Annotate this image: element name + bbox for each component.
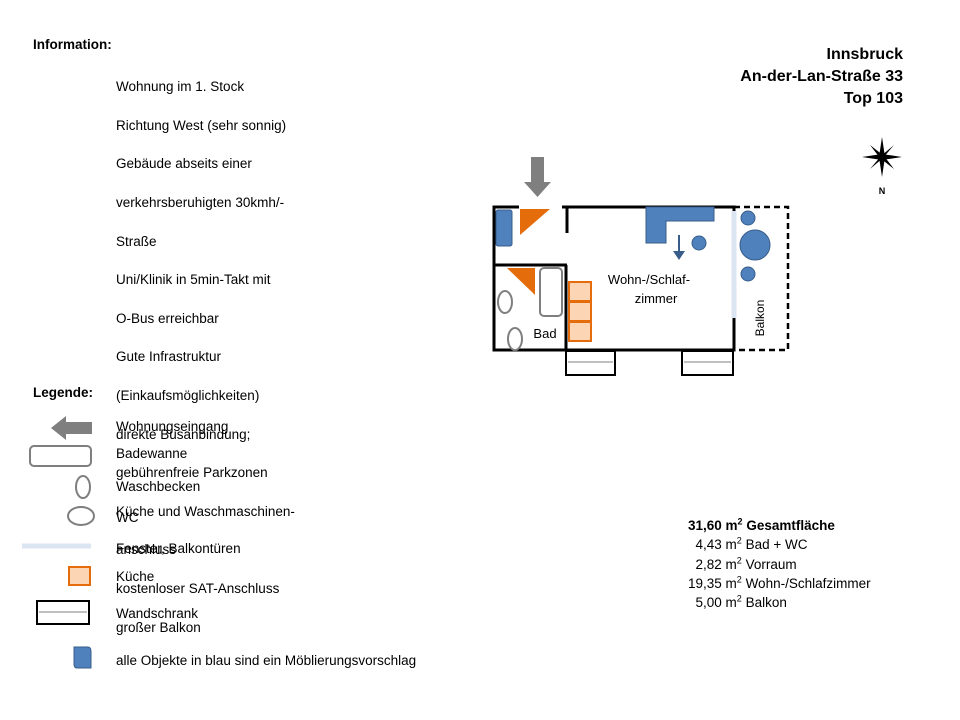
area-total: 31,60 m2 Gesamtfläche bbox=[688, 516, 871, 535]
legend-label-wc: WC bbox=[116, 510, 139, 525]
area-label: Wohn-/Schlafzimmer bbox=[745, 575, 871, 591]
address-city: Innsbruck bbox=[826, 46, 903, 63]
legend-entrance-arrow-icon bbox=[51, 416, 92, 440]
legend-bathtub-icon bbox=[29, 445, 92, 467]
legend-label-sink: Waschbecken bbox=[116, 479, 201, 494]
area-value: 5,00 m bbox=[688, 595, 737, 611]
legend-kitchen-icon bbox=[68, 566, 91, 586]
information-line: großer Balkon bbox=[116, 619, 201, 635]
information-line: gebührenfreie Parkzonen bbox=[116, 465, 268, 481]
area-unit-exp: 2 bbox=[736, 535, 742, 546]
wall-cabinet bbox=[565, 350, 616, 376]
area-unit-exp: 2 bbox=[736, 555, 742, 566]
wc-icon bbox=[507, 327, 523, 351]
wardrobe-furniture bbox=[495, 209, 513, 247]
area-total-value: 31,60 m bbox=[688, 518, 738, 533]
door-icon bbox=[507, 268, 535, 295]
information-line: direkte Busanbindung; bbox=[116, 426, 251, 442]
information-line: O-Bus erreichbar bbox=[116, 310, 219, 326]
area-total-label: Gesamtfläche bbox=[746, 518, 835, 533]
information-line: Gebäude abseits einer bbox=[116, 156, 252, 172]
area-unit-exp: 2 bbox=[737, 516, 743, 527]
area-summary: 31,60 m2 Gesamtfläche 4,43 m2 Bad + WC 2… bbox=[688, 516, 871, 612]
area-value: 4,43 m bbox=[688, 537, 737, 553]
compass-north-label: N bbox=[879, 186, 886, 196]
area-label: Vorraum bbox=[745, 556, 797, 572]
information-line: Wohnung im 1. Stock bbox=[116, 79, 245, 95]
address-street: An-der-Lan-Straße 33 bbox=[740, 68, 903, 85]
balcony-chair-furniture bbox=[740, 266, 756, 282]
area-label: Balkon bbox=[745, 595, 787, 611]
area-value: 19,35 m bbox=[688, 575, 737, 591]
legend-label-windows: Fenster, Balkontüren bbox=[116, 541, 241, 556]
legend-wc-icon bbox=[67, 506, 95, 526]
room-label-bathroom: Bad bbox=[533, 326, 556, 341]
legend-label-kitchen: Küche bbox=[116, 569, 155, 584]
address-block: Innsbruck An-der-Lan-Straße 33 Top 103 bbox=[740, 44, 903, 110]
room-label-living: zimmer bbox=[635, 291, 678, 306]
information-line: Richtung West (sehr sonnig) bbox=[116, 117, 287, 133]
area-unit-exp: 2 bbox=[736, 593, 742, 604]
legend-label-wardrobe: Wandschrank bbox=[116, 606, 199, 621]
area-row: 2,82 m2 Vorraum bbox=[688, 555, 871, 574]
information-line: verkehrsberuhigten 30kmh/- bbox=[116, 195, 285, 211]
legend-label-furniture: alle Objekte in blau sind ein Möblierung… bbox=[116, 653, 417, 668]
area-value: 2,82 m bbox=[688, 556, 737, 572]
legend-label-entrance: Wohnungseingang bbox=[116, 419, 229, 434]
area-row: 5,00 m2 Balkon bbox=[688, 593, 871, 612]
kitchen-unit bbox=[568, 301, 592, 322]
sofa-furniture bbox=[645, 206, 715, 244]
area-row: 4,43 m2 Bad + WC bbox=[688, 535, 871, 554]
information-line: (Einkaufsmöglichkeiten) bbox=[116, 388, 260, 404]
information-line: Gute Infrastruktur bbox=[116, 349, 222, 365]
wall-cabinet bbox=[681, 350, 734, 376]
arrow-down-icon bbox=[673, 251, 685, 260]
balcony-table-furniture bbox=[739, 229, 771, 261]
information-line: anschluss bbox=[116, 542, 177, 558]
area-unit-exp: 2 bbox=[736, 574, 742, 585]
address-unit: Top 103 bbox=[843, 90, 903, 107]
information-line: Uni/Klinik in 5min-Takt mit bbox=[116, 272, 271, 288]
legend-furniture-icon bbox=[73, 646, 92, 669]
room-label-balcony: Balkon bbox=[753, 300, 767, 337]
area-row: 19,35 m2 Wohn-/Schlafzimmer bbox=[688, 574, 871, 593]
kitchen-unit bbox=[568, 321, 592, 342]
information-line: kostenloser SAT-Anschluss bbox=[116, 581, 280, 597]
legend-title: Legende: bbox=[33, 385, 94, 400]
room-label-living: Wohn-/Schlaf- bbox=[608, 272, 690, 287]
information-line: Küche und Waschmaschinen- bbox=[116, 503, 295, 519]
sink-icon bbox=[497, 290, 513, 314]
area-label: Bad + WC bbox=[745, 537, 808, 553]
legend-sink-icon bbox=[75, 475, 91, 499]
information-list: Wohnung im 1. Stock Richtung West (sehr … bbox=[116, 58, 326, 656]
entrance-arrow-icon bbox=[524, 157, 551, 197]
bathtub-icon bbox=[539, 267, 563, 317]
door-icon bbox=[520, 209, 550, 235]
balcony-chair-furniture bbox=[740, 210, 756, 226]
stool-furniture bbox=[691, 235, 707, 251]
compass-icon bbox=[862, 137, 902, 177]
balcony-outline bbox=[734, 205, 790, 352]
legend-label-bathtub: Badewanne bbox=[116, 446, 188, 461]
information-line: Straße bbox=[116, 233, 157, 249]
kitchen-unit bbox=[568, 281, 592, 302]
information-title: Information: bbox=[33, 37, 112, 52]
